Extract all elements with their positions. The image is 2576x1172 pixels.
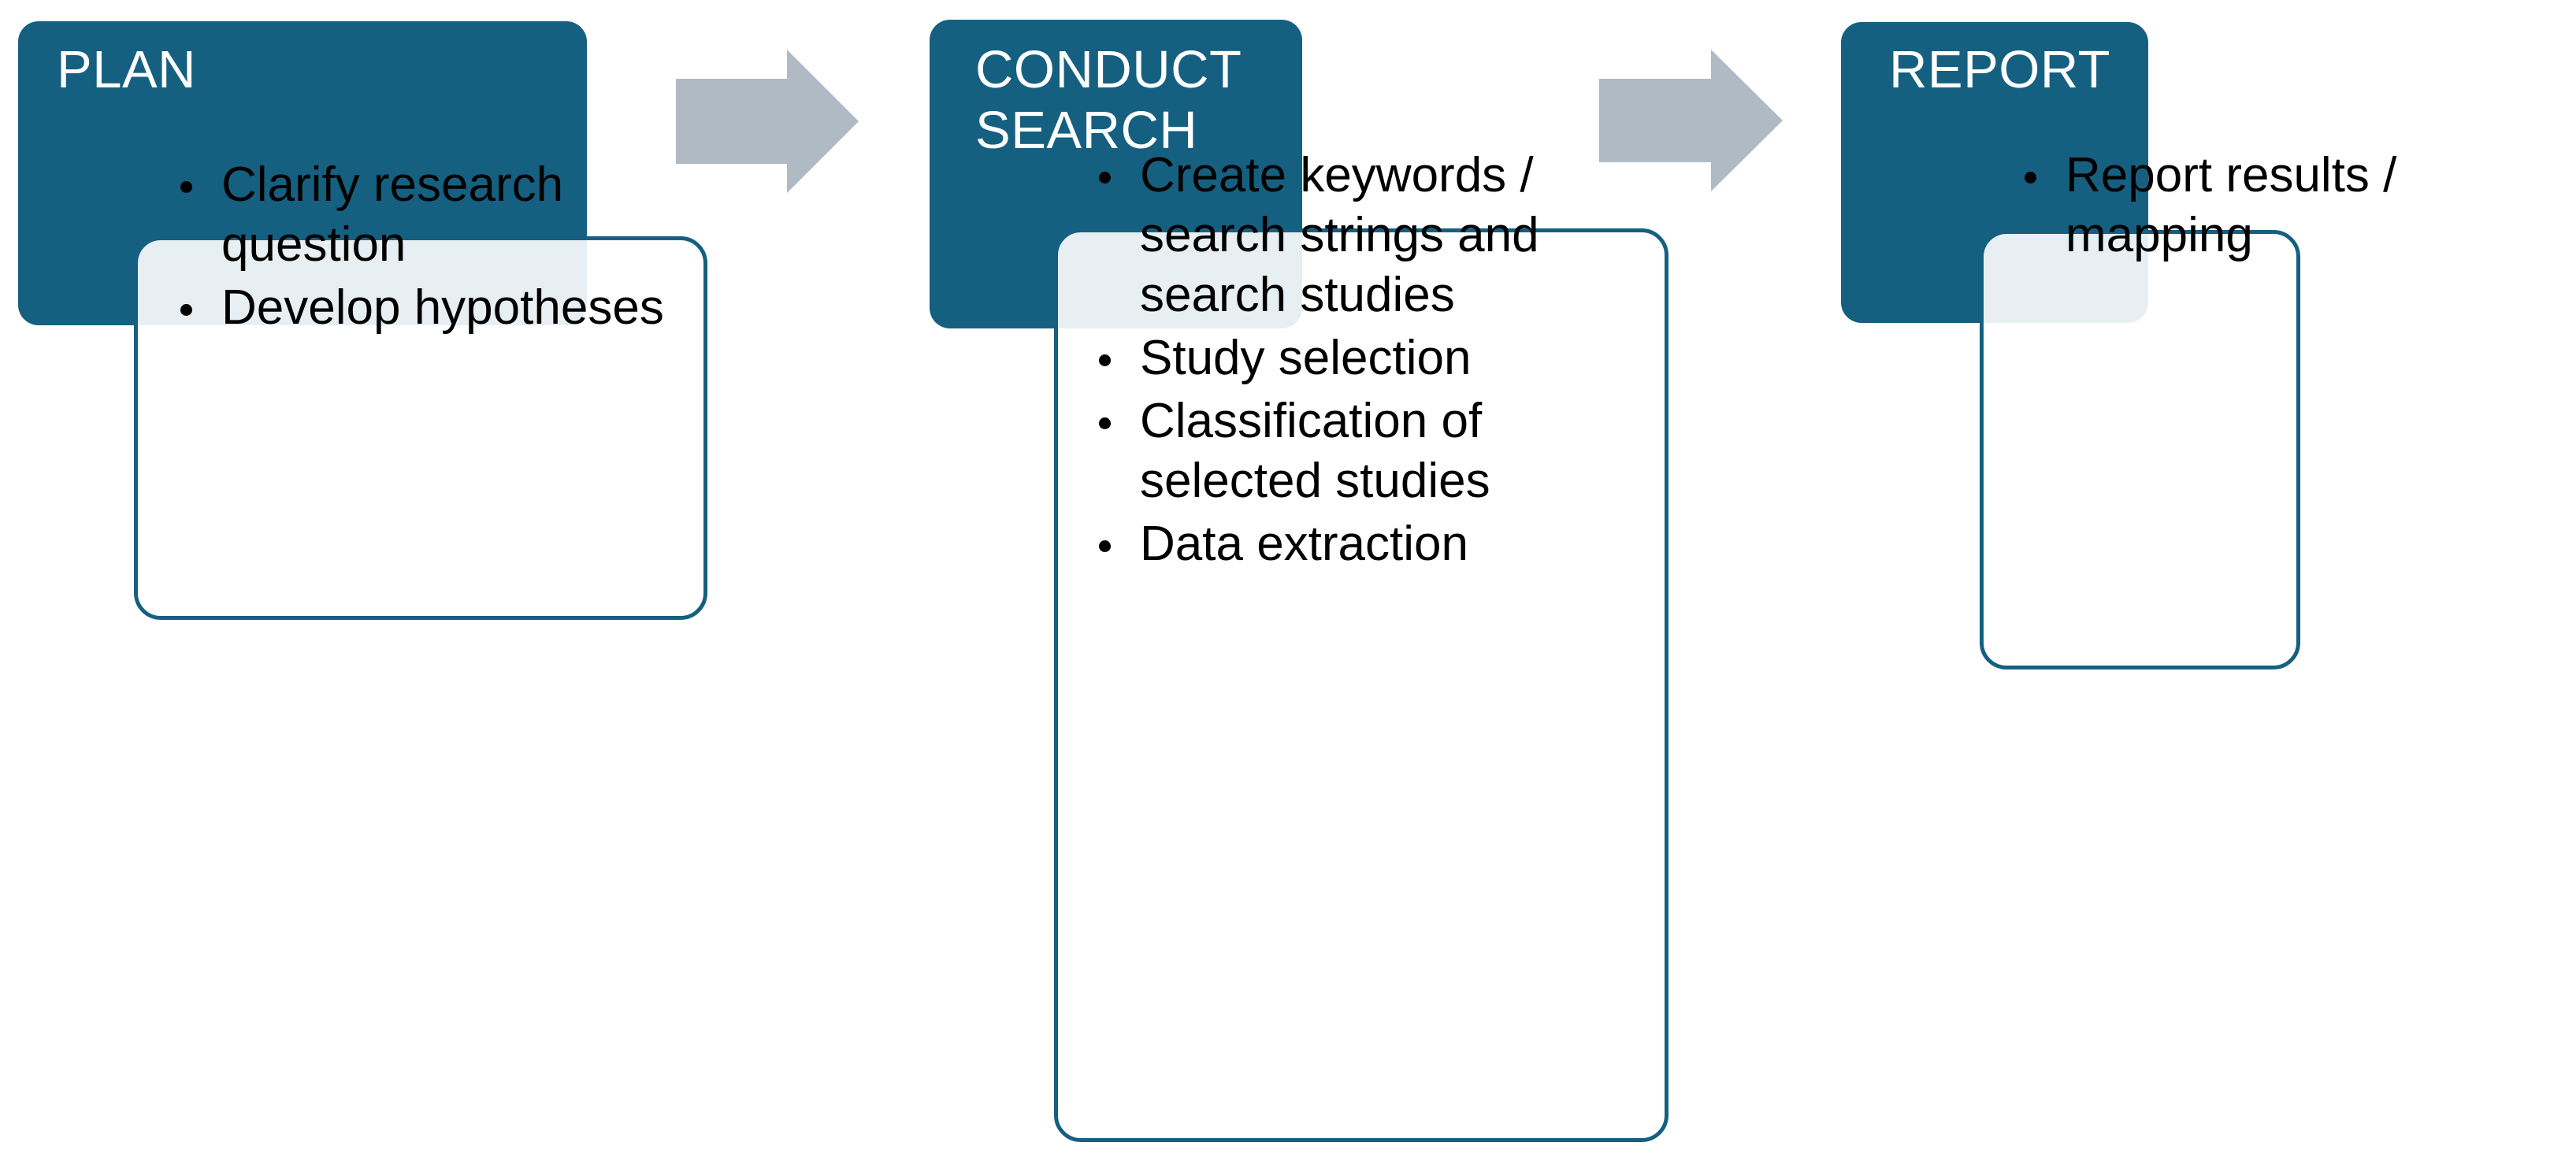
bullet-list-report: Report results / mapping xyxy=(2014,146,2486,269)
bullet-card-report: Report results / mapping xyxy=(1980,148,2396,669)
right-arrow-icon-shape xyxy=(676,50,859,193)
bullet-list-plan: Clarify research question Develop hypoth… xyxy=(169,155,666,341)
list-item: Data extraction xyxy=(1088,514,1639,574)
bullet-card-plan: Clarify research question Develop hypoth… xyxy=(134,158,707,620)
right-arrow-icon xyxy=(676,50,859,193)
right-arrow-icon-shape xyxy=(1599,50,1783,191)
list-item: Develop hypotheses xyxy=(169,278,666,338)
bullet-list-conduct-search: Create keywords / search strings and sea… xyxy=(1088,146,1639,577)
list-item: Classification of selected studies xyxy=(1088,391,1639,511)
list-item: Study selection xyxy=(1088,328,1639,388)
list-item: Clarify research question xyxy=(169,155,666,275)
list-item: Create keywords / search strings and sea… xyxy=(1088,146,1639,325)
right-arrow-icon xyxy=(1599,50,1783,191)
bullet-card-conduct-search: Create keywords / search strings and sea… xyxy=(1054,148,1668,1142)
list-item: Report results / mapping xyxy=(2014,146,2486,265)
